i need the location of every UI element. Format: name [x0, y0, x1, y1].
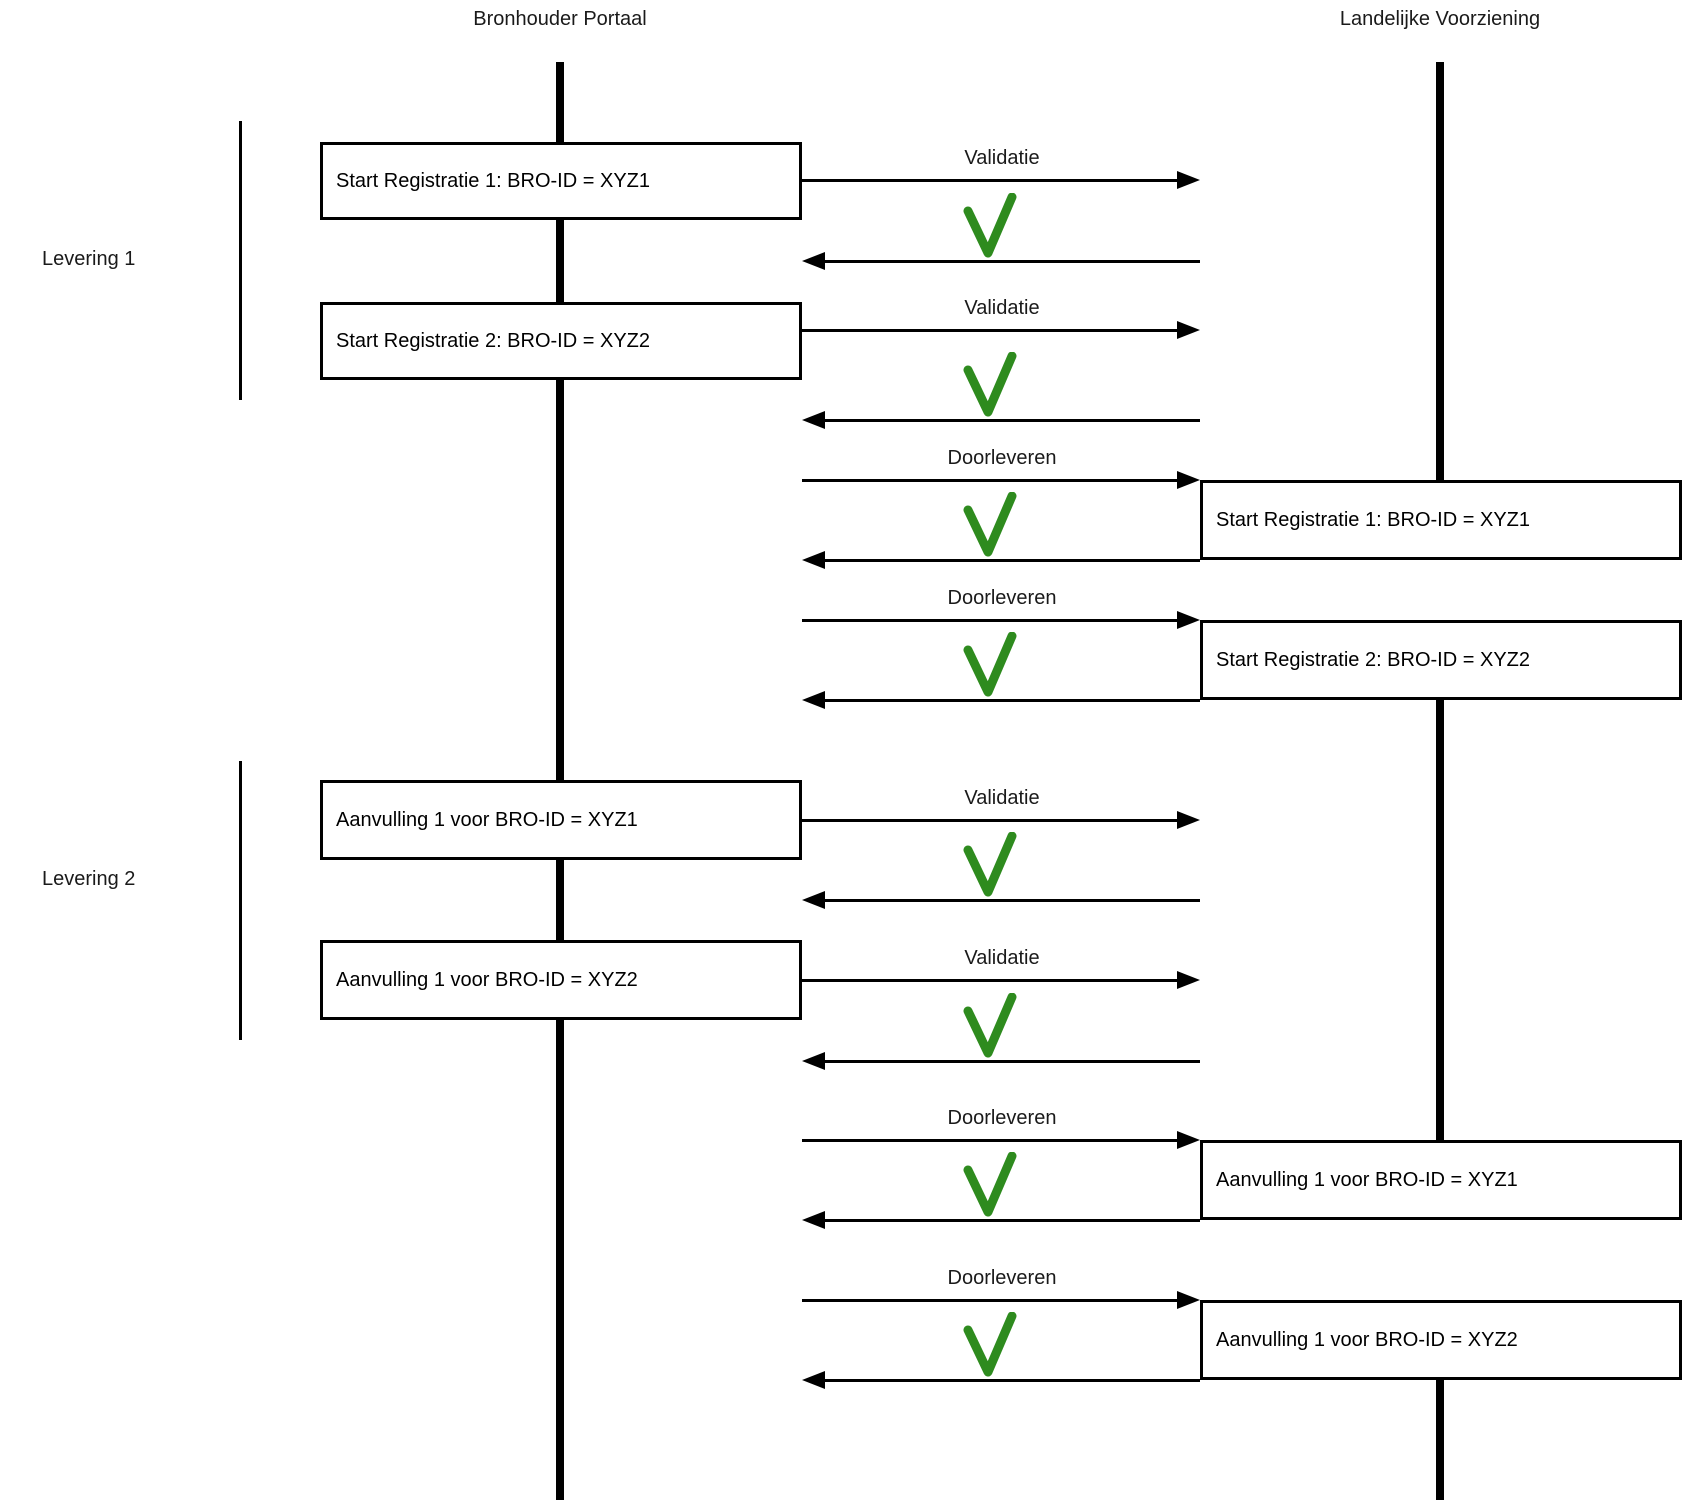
- arrowhead-right-icon: [1177, 471, 1200, 489]
- arrowhead-right-icon: [1177, 811, 1200, 829]
- return-arrow-line-7: [824, 1219, 1200, 1222]
- lifeline-landelijke-voorziening-segment-3: [1436, 1380, 1444, 1500]
- success-check-icon: [963, 993, 1017, 1058]
- lifeline-landelijke-voorziening-segment-1: [1436, 62, 1444, 480]
- success-check-icon: [963, 352, 1017, 417]
- arrow-label-doorleveren-3: Doorleveren: [947, 1107, 1057, 1129]
- arrowhead-right-icon: [1177, 1291, 1200, 1309]
- arrowhead-left-icon: [802, 411, 825, 429]
- forward-arrow-line-6: [802, 979, 1178, 982]
- message-box-aanvulling-1-xyz1-right: Aanvulling 1 voor BRO-ID = XYZ1: [1200, 1140, 1682, 1220]
- message-box-start-registratie-1-left: Start Registratie 1: BRO-ID = XYZ1: [320, 142, 802, 220]
- arrowhead-left-icon: [802, 1371, 825, 1389]
- group-label-levering-1: Levering 1: [42, 248, 136, 270]
- return-arrow-line-4: [824, 699, 1200, 702]
- forward-arrow-line-5: [802, 819, 1178, 822]
- success-check-icon: [963, 1312, 1017, 1377]
- arrow-label-validatie-2: Validatie: [964, 297, 1040, 319]
- arrowhead-right-icon: [1177, 971, 1200, 989]
- arrow-label-validatie-1: Validatie: [964, 147, 1040, 169]
- arrow-label-validatie-4: Validatie: [964, 947, 1040, 969]
- forward-arrow-line-8: [802, 1299, 1178, 1302]
- message-box-start-registratie-1-right: Start Registratie 1: BRO-ID = XYZ1: [1200, 480, 1682, 560]
- lifeline-landelijke-voorziening-segment-2: [1436, 700, 1444, 1140]
- return-arrow-line-1: [824, 260, 1200, 263]
- return-arrow-line-5: [824, 899, 1200, 902]
- arrowhead-right-icon: [1177, 321, 1200, 339]
- message-box-aanvulling-1-xyz2-left: Aanvulling 1 voor BRO-ID = XYZ2: [320, 940, 802, 1020]
- forward-arrow-line-7: [802, 1139, 1178, 1142]
- group-bracket-levering-1: [239, 121, 242, 400]
- actor-title-landelijke-voorziening: Landelijke Voorziening: [1339, 8, 1541, 30]
- arrow-label-doorleveren-4: Doorleveren: [947, 1267, 1057, 1289]
- message-box-aanvulling-1-xyz2-right: Aanvulling 1 voor BRO-ID = XYZ2: [1200, 1300, 1682, 1380]
- forward-arrow-line-3: [802, 479, 1178, 482]
- return-arrow-line-6: [824, 1060, 1200, 1063]
- return-arrow-line-8: [824, 1379, 1200, 1382]
- success-check-icon: [963, 193, 1017, 258]
- message-box-start-registratie-2-left: Start Registratie 2: BRO-ID = XYZ2: [320, 302, 802, 380]
- forward-arrow-line-4: [802, 619, 1178, 622]
- arrowhead-right-icon: [1177, 611, 1200, 629]
- forward-arrow-line-2: [802, 329, 1178, 332]
- return-arrow-line-3: [824, 559, 1200, 562]
- success-check-icon: [963, 632, 1017, 697]
- message-box-start-registratie-2-right: Start Registratie 2: BRO-ID = XYZ2: [1200, 620, 1682, 700]
- arrowhead-left-icon: [802, 252, 825, 270]
- arrow-label-validatie-3: Validatie: [964, 787, 1040, 809]
- arrow-label-doorleveren-1: Doorleveren: [947, 447, 1057, 469]
- group-bracket-levering-2: [239, 761, 242, 1040]
- arrowhead-left-icon: [802, 1052, 825, 1070]
- arrowhead-left-icon: [802, 551, 825, 569]
- success-check-icon: [963, 492, 1017, 557]
- success-check-icon: [963, 832, 1017, 897]
- message-box-aanvulling-1-xyz1-left: Aanvulling 1 voor BRO-ID = XYZ1: [320, 780, 802, 860]
- actor-title-bronhouder-portaal: Bronhouder Portaal: [473, 8, 647, 30]
- return-arrow-line-2: [824, 419, 1200, 422]
- arrow-label-doorleveren-2: Doorleveren: [947, 587, 1057, 609]
- forward-arrow-line-1: [802, 179, 1178, 182]
- arrowhead-left-icon: [802, 1211, 825, 1229]
- arrowhead-left-icon: [802, 891, 825, 909]
- group-label-levering-2: Levering 2: [42, 868, 136, 890]
- success-check-icon: [963, 1152, 1017, 1217]
- arrowhead-right-icon: [1177, 171, 1200, 189]
- arrowhead-right-icon: [1177, 1131, 1200, 1149]
- arrowhead-left-icon: [802, 691, 825, 709]
